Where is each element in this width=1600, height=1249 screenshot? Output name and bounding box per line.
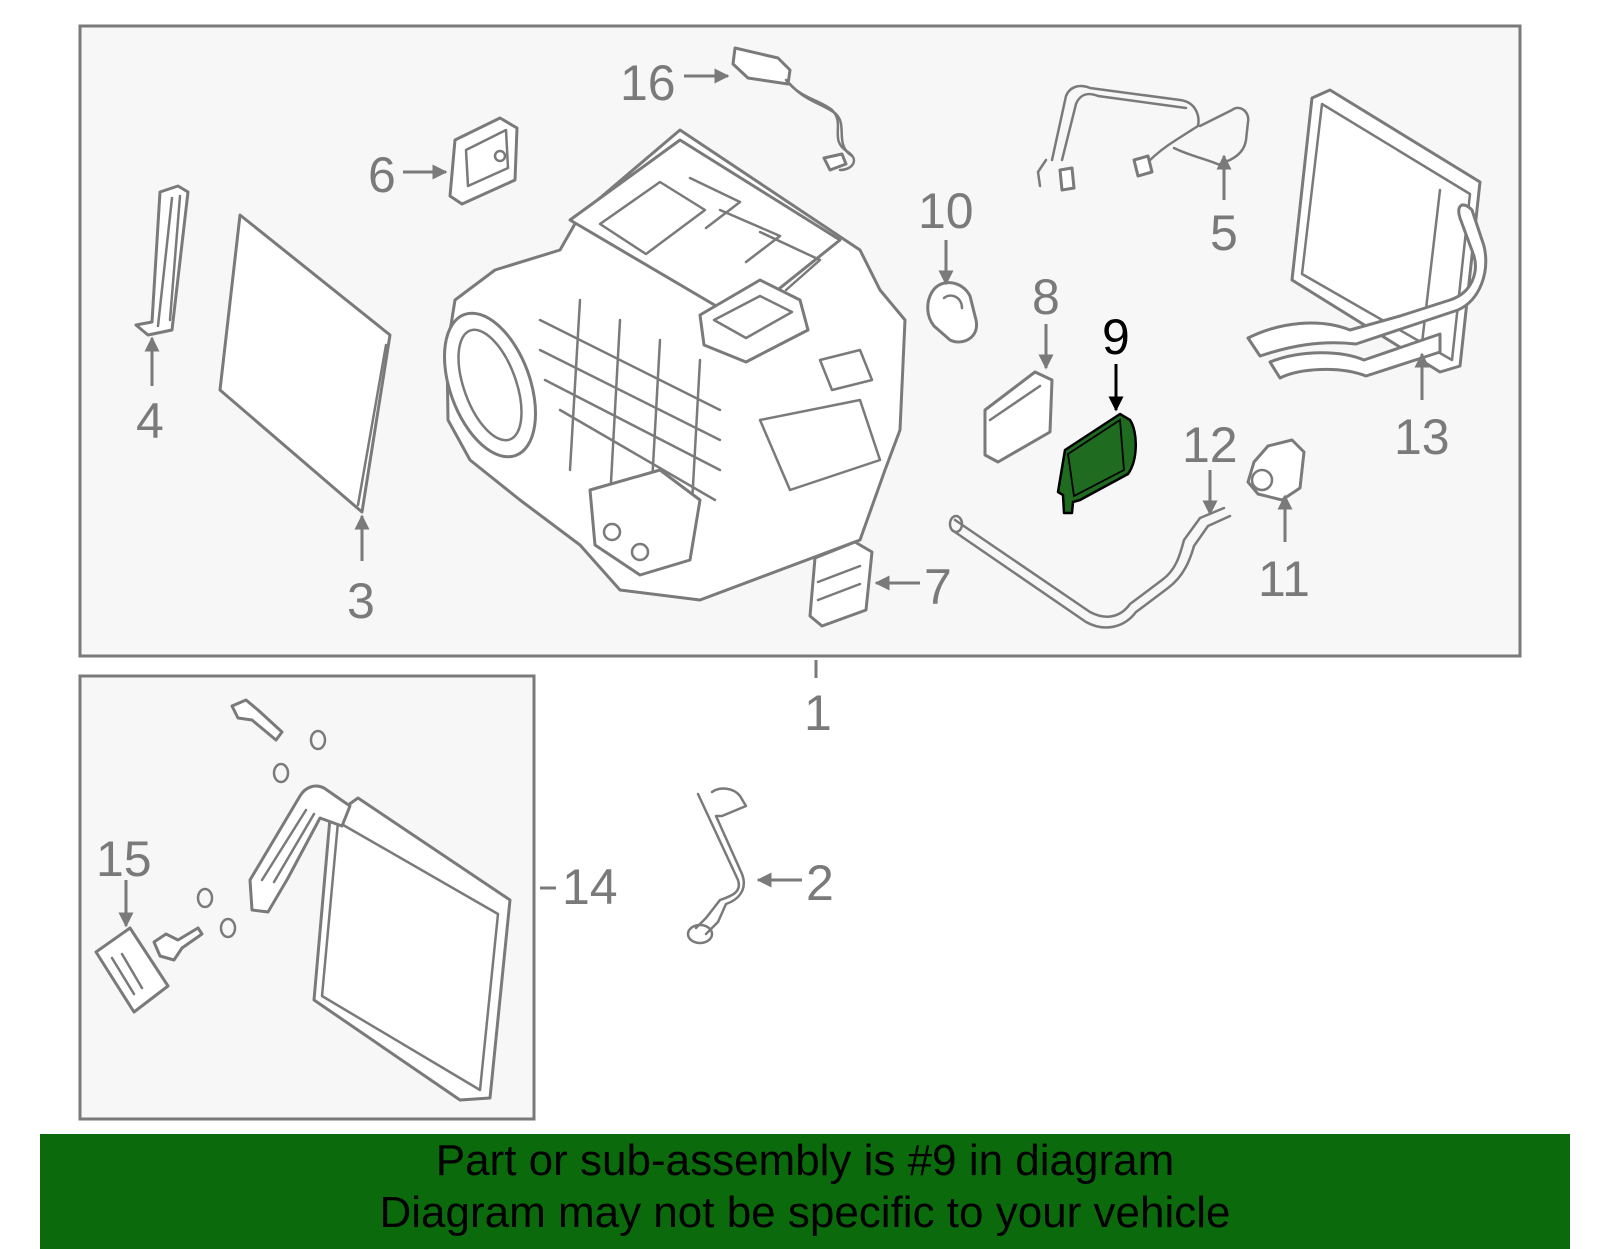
banner-line-disclaimer: Diagram may not be specific to your vehi…: [379, 1188, 1231, 1237]
part-3-filter: [218, 213, 392, 514]
callout-15: 15: [96, 831, 152, 887]
part-14-evaporator: [248, 784, 512, 1102]
callout-4: 4: [136, 393, 164, 449]
part-15-bracket: [94, 926, 170, 1014]
part-16-sensor-harness: [731, 46, 856, 172]
part-8-module: [983, 370, 1054, 464]
part-6-actuator: [448, 116, 519, 206]
part-4-seal: [134, 184, 190, 337]
leader-lines: [118, 68, 1430, 928]
fasteners: [152, 698, 327, 962]
part-12-tube: [948, 506, 1232, 629]
callout-14: 14: [562, 859, 618, 915]
callout-11: 11: [1258, 551, 1310, 607]
part-9-highlighted-module: [1056, 412, 1137, 515]
callout-6: 6: [368, 147, 396, 203]
info-banner: Part or sub-assembly is #9 in diagram Di…: [40, 1134, 1570, 1249]
callout-12: 12: [1182, 417, 1238, 473]
part-13-heater-core: [1246, 88, 1488, 380]
callout-8: 8: [1032, 269, 1060, 325]
callout-5: 5: [1210, 205, 1238, 261]
part-7-module: [808, 540, 874, 628]
callout-2: 2: [806, 855, 834, 911]
callout-1: 1: [804, 685, 832, 741]
part-2-pipe: [686, 787, 748, 945]
callout-13: 13: [1394, 409, 1450, 465]
callout-10: 10: [918, 183, 974, 239]
callout-16: 16: [620, 55, 676, 111]
banner-line-part: Part or sub-assembly is #9 in diagram: [435, 1136, 1175, 1185]
part-5-harness: [1036, 84, 1250, 192]
part-1-hvac-housing: [442, 128, 907, 602]
callout-7: 7: [924, 559, 952, 615]
callout-3: 3: [347, 573, 375, 629]
callout-labels: 16 6 4 3 7 10 8 9 12 11 5 13 1 2 14 15: [96, 55, 1450, 915]
callout-9: 9: [1102, 309, 1130, 365]
